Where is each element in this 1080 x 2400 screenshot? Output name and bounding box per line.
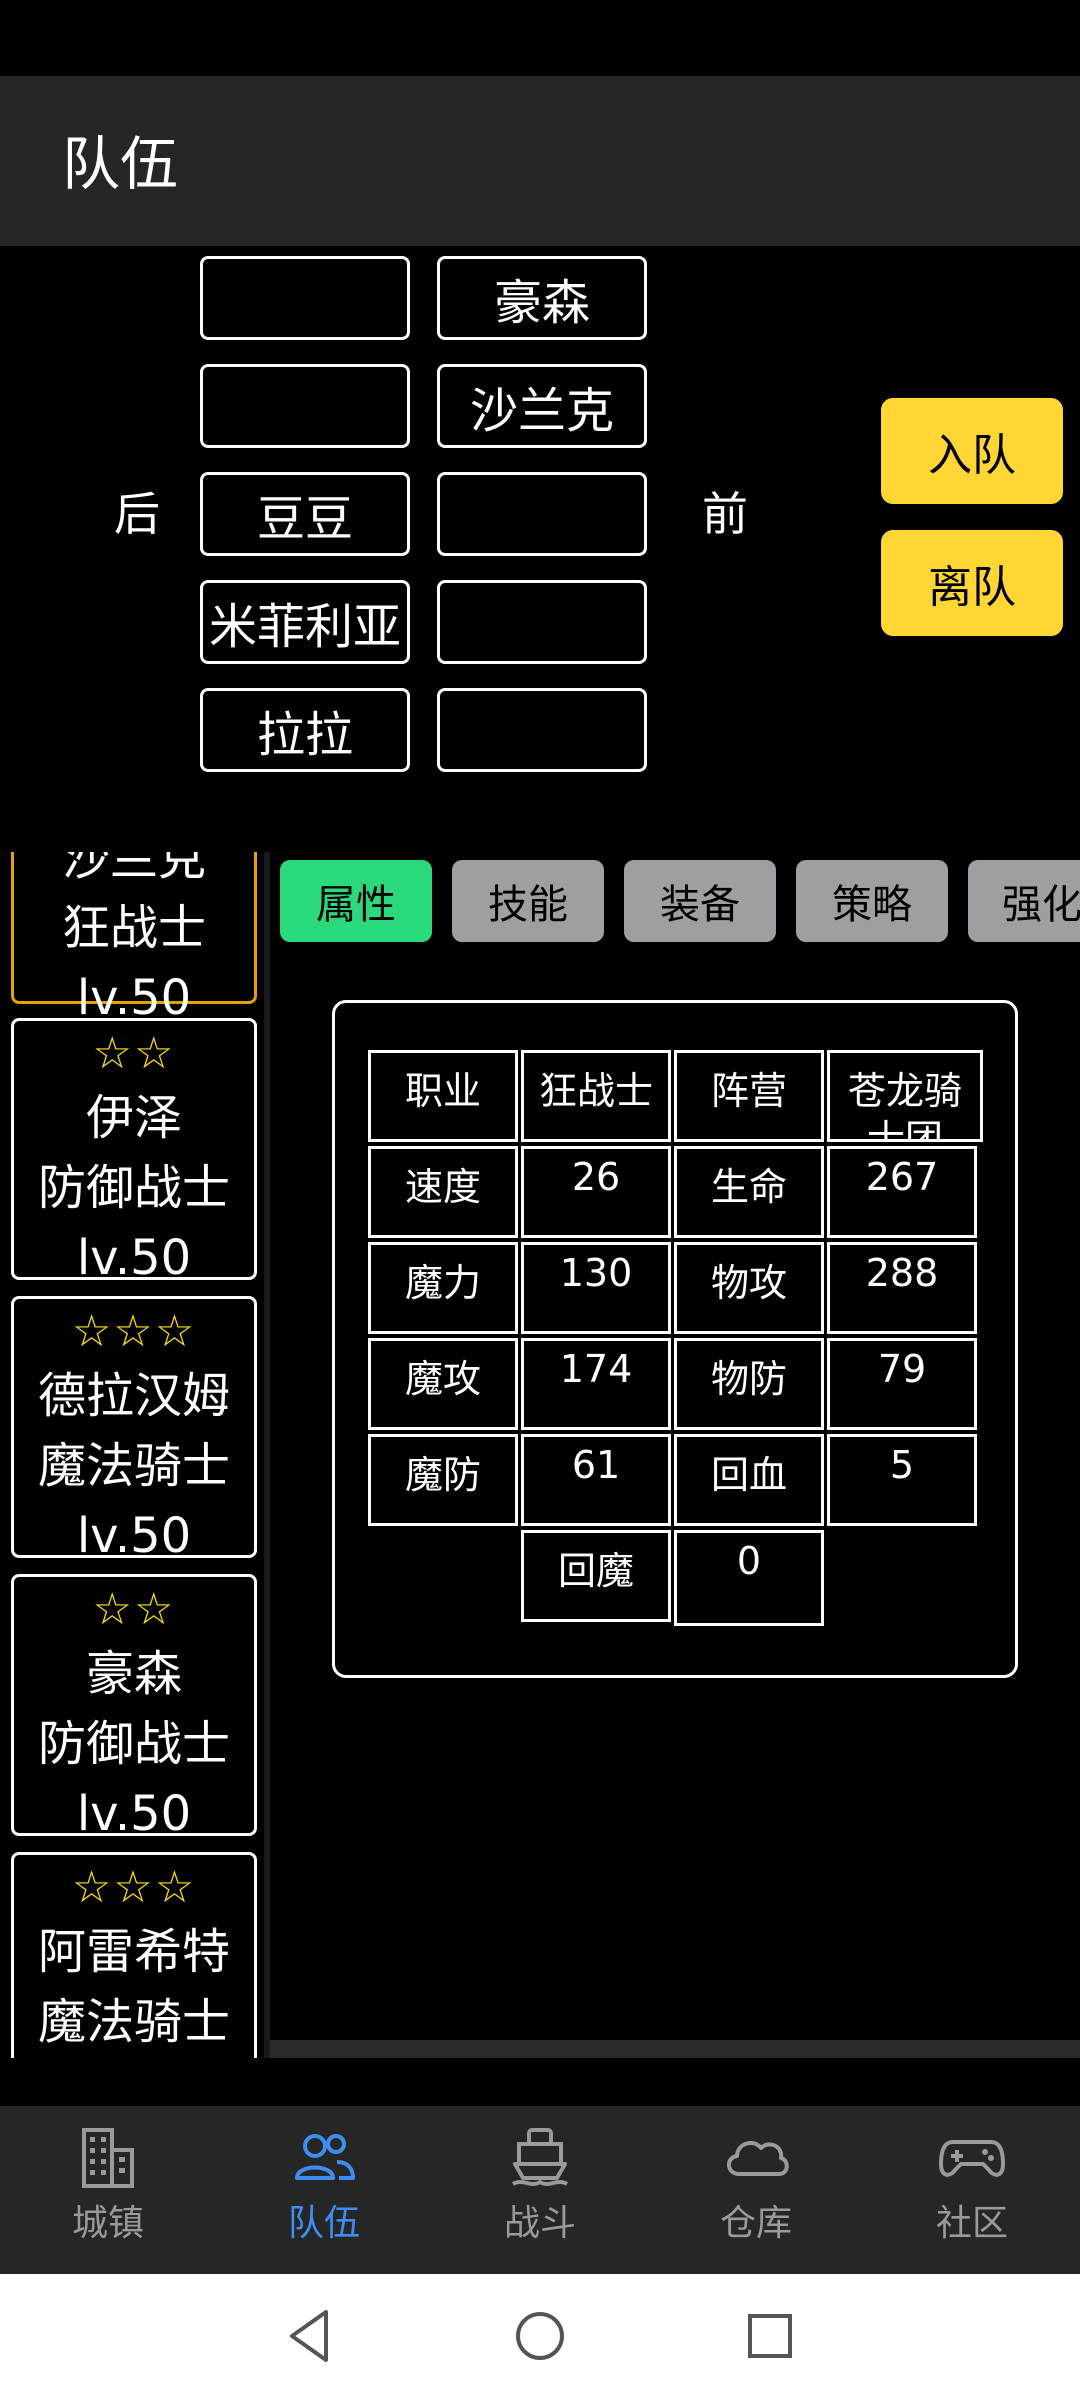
back-icon[interactable] [282,2306,338,2366]
stat-label: 魔攻 [368,1338,518,1430]
hero-class: 魔法骑士 [37,1438,230,1494]
hero-card[interactable]: ☆☆ 豪森 防御战士 lv.50 [11,1574,257,1842]
nav-community[interactable]: 社区 [892,2124,1052,2246]
stat-label: 魔力 [368,1242,518,1334]
hero-card-selected[interactable]: 沙兰克 狂战士 lv.50 [11,852,257,1026]
hero-class: 防御战士 [37,1160,230,1216]
hero-class: 防御战士 [37,1716,230,1772]
formation-slot-front-4[interactable] [437,580,647,664]
formation-slot-front-5[interactable] [437,688,647,772]
nav-label: 社区 [935,2203,1008,2244]
bottom-nav [0,2106,1080,2274]
stat-value: 130 [521,1242,671,1334]
nav-battle[interactable]: 战斗 [460,2124,620,2246]
hero-name: 伊泽 [85,1090,182,1146]
formation-slot-back-4[interactable]: 米菲利亚 [200,580,410,664]
hero-card[interactable]: ☆☆ 伊泽 防御战士 lv.50 [11,1018,257,1286]
system-nav-bar [0,2274,1080,2400]
recents-icon[interactable] [740,2306,800,2366]
formation-slot-front-1[interactable]: 豪森 [437,256,647,340]
hero-level: lv.50 [76,1786,192,1842]
hero-stars: ☆☆☆ [71,1306,197,1357]
hero-list[interactable]: 沙兰克 狂战士 lv.50 ☆☆ 伊泽 防御战士 lv.50 ☆☆☆ 德拉汉姆 … [0,852,264,2058]
hero-stars: ☆☆ [92,1584,176,1635]
hero-name: 德拉汉姆 [37,1368,230,1424]
leave-team-button[interactable]: 离队 [881,530,1063,636]
stat-label: 回魔 [521,1530,671,1622]
formation-slot-back-1[interactable] [200,256,410,340]
gamepad-icon [939,2140,1005,2177]
stat-value: 狂战士 [521,1050,671,1142]
tab-skills[interactable]: 技能 [452,860,604,942]
horizontal-scrollbar[interactable] [270,2040,1080,2058]
stat-label: 生命 [674,1146,824,1238]
formation-slot-front-3[interactable] [437,472,647,556]
tab-attributes[interactable]: 属性 [280,860,432,942]
stats-panel [332,1000,1018,1678]
stat-label: 速度 [368,1146,518,1238]
stat-value: 174 [521,1338,671,1430]
stat-label: 阵营 [674,1050,824,1142]
formation-slot-back-3[interactable]: 豆豆 [200,472,410,556]
hero-name: 沙兰克 [61,852,206,886]
nav-label: 仓库 [719,2203,792,2244]
front-label: 前 [702,487,748,541]
page-title: 队伍 [62,130,179,198]
formation-slot-front-2[interactable]: 沙兰克 [437,364,647,448]
stat-value: 79 [827,1338,977,1430]
hero-level: lv.50 [76,1230,192,1286]
formation-slot-back-2[interactable] [200,364,410,448]
people-icon [295,2134,355,2180]
nav-warehouse[interactable]: 仓库 [676,2124,836,2246]
hero-level [14,2057,254,2058]
stat-label: 物攻 [674,1242,824,1334]
formation-slot-back-5[interactable]: 拉拉 [200,688,410,772]
ship-icon [511,2128,569,2186]
home-icon[interactable] [510,2306,570,2366]
nav-label: 队伍 [287,2203,360,2244]
stat-value: 267 [827,1146,977,1238]
join-team-button[interactable]: 入队 [881,398,1063,504]
status-bar [0,0,1080,76]
stat-value: 5 [827,1434,977,1526]
stat-label: 回血 [674,1434,824,1526]
stat-value: 26 [521,1146,671,1238]
hero-stars: ☆☆☆ [71,1862,197,1913]
stat-value: 61 [521,1434,671,1526]
hero-class: 魔法骑士 [37,1994,230,2050]
tab-enhance[interactable]: 强化 [968,860,1080,942]
stat-label: 物防 [674,1338,824,1430]
hero-card[interactable]: ☆☆☆ 德拉汉姆 魔法骑士 lv.50 [11,1296,257,1564]
list-divider [264,852,270,2058]
cloud-icon [727,2140,789,2176]
stat-label: 魔防 [368,1434,518,1526]
hero-level: lv.50 [76,1508,192,1564]
hero-level: lv.50 [76,970,192,1026]
nav-town[interactable]: 城镇 [28,2124,188,2246]
stat-label: 职业 [368,1050,518,1142]
hero-stars: ☆☆ [92,1028,176,1079]
tab-strategy[interactable]: 策略 [796,860,948,942]
hero-class: 狂战士 [61,900,206,956]
hero-name: 阿雷希特 [37,1924,230,1980]
app-bar [0,76,1080,246]
hero-name: 豪森 [85,1646,182,1702]
tab-equipment[interactable]: 装备 [624,860,776,942]
nav-label: 战斗 [503,2203,576,2244]
building-icon [82,2128,134,2188]
nav-team[interactable]: 队伍 [244,2124,404,2246]
back-label: 后 [114,487,160,541]
stat-value: 苍龙骑士团 [827,1050,983,1142]
hero-card[interactable]: ☆☆☆ 阿雷希特 魔法骑士 [11,1852,257,2058]
stat-value: 288 [827,1242,977,1334]
stat-value: 0 [674,1530,824,1626]
nav-label: 城镇 [71,2203,144,2244]
